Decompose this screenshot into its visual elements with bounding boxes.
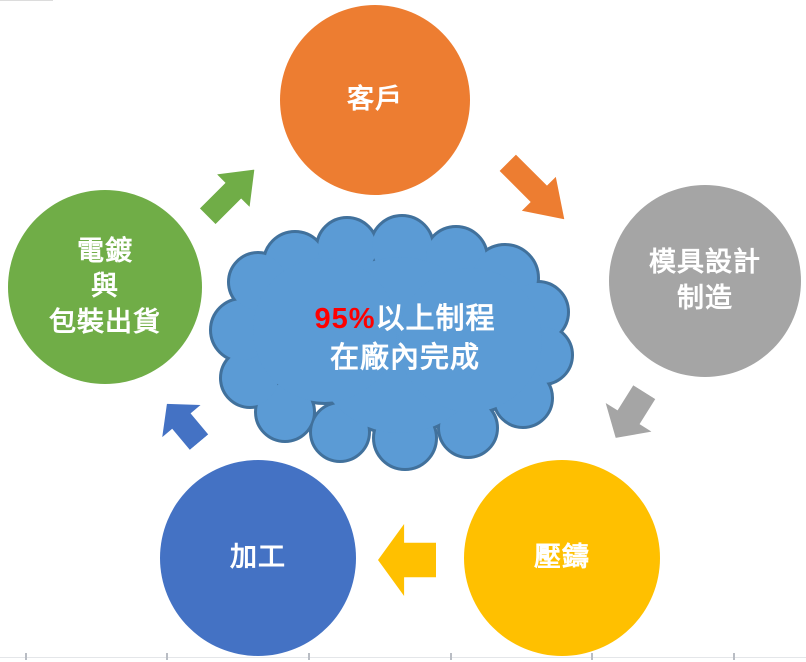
node-plating-label-line1: 電鍍 [77,235,133,266]
node-customer-label: 客戶 [347,84,403,115]
node-mold-label-line1: 模具設計 [649,247,761,278]
top-left-hairline [0,0,53,1]
arrow-die-casting-to-machining [378,524,436,596]
ruler-tick [591,653,593,660]
node-plating-packing-shipping: 電鍍 與 包裝出貨 [8,190,202,384]
node-die-casting-label: 壓鑄 [534,542,590,573]
node-machining-label: 加工 [230,542,286,573]
node-die-casting: 壓鑄 [464,460,660,656]
ruler-tick [733,653,735,660]
ruler-tick [25,653,27,660]
cloud-caption-highlight: 95% [314,303,376,335]
bottom-hairline [0,657,806,658]
ruler-tick [166,653,168,660]
node-mold-design-manufacturing: 模具設計 制造 [609,185,801,377]
ruler-tick [450,653,452,660]
arrow-mold-to-die-casting [593,378,667,452]
node-plating-label-line2: 與 [91,271,119,302]
node-machining: 加工 [160,460,356,656]
node-customer: 客戶 [280,5,470,195]
node-plating-label-line3: 包裝出貨 [49,306,161,337]
ruler-tick [308,653,310,660]
cloud-caption-line2: 在廠內完成 [329,342,480,374]
cloud-caption-line1-rest: 以上制程 [375,303,496,335]
node-mold-label-line2: 制造 [677,283,733,313]
cloud-caption: 95%以上制程 在廠內完成 [250,300,560,378]
cloud-caption-line1: 95%以上制程 [250,300,560,339]
